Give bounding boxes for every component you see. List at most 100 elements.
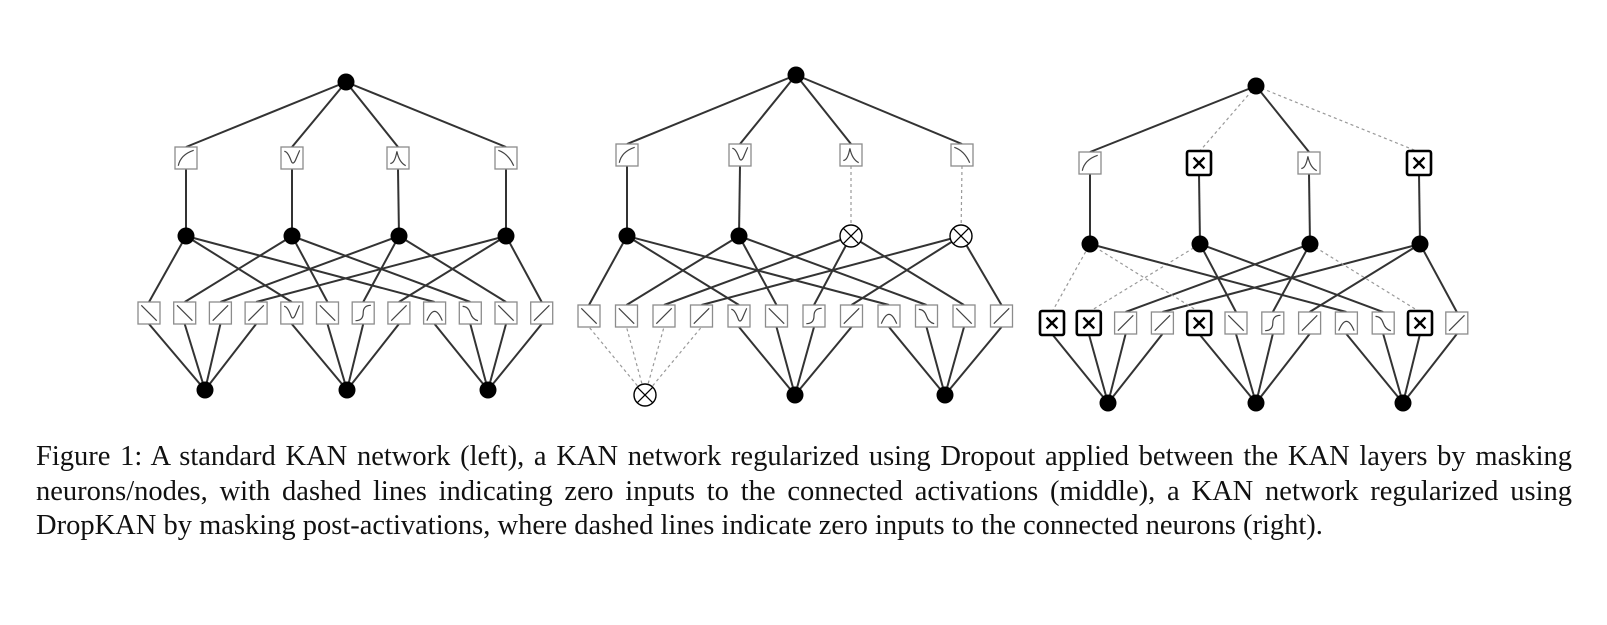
edge [795, 74, 852, 145]
hidden-node [177, 227, 195, 245]
activation-function [530, 301, 554, 325]
edge [183, 323, 206, 391]
edge [291, 323, 348, 391]
activation-box [950, 143, 974, 167]
hidden-node [497, 227, 515, 245]
edge [1087, 333, 1109, 404]
spline-activation-icon [918, 308, 935, 325]
boxed-x-icon [1413, 316, 1427, 330]
edge [346, 323, 365, 391]
spline-activation-icon [247, 304, 265, 322]
activation-box [839, 143, 863, 167]
spline-activation-icon [212, 304, 229, 322]
edge [925, 326, 946, 396]
activation-function [208, 301, 233, 325]
edge [1089, 85, 1257, 153]
edge [345, 81, 507, 148]
boxed-x-icon [1045, 316, 1059, 330]
spline-activation-icon [955, 307, 973, 325]
figure-caption: Figure 1: A standard KAN network (left),… [36, 441, 1572, 541]
boxed-x-icon [1412, 156, 1426, 170]
activation-function [1445, 311, 1469, 335]
activation-function [1113, 311, 1138, 335]
edge [588, 235, 628, 306]
spline-activation-icon [284, 150, 301, 164]
circle-times-icon [636, 386, 654, 404]
activation-function [422, 301, 447, 325]
spline-activation-icon [731, 308, 748, 322]
edge [1345, 333, 1404, 404]
activation-box [494, 146, 518, 170]
activation-function [577, 304, 601, 328]
spline-activation-icon [843, 148, 859, 164]
edge [626, 74, 797, 145]
input-node [338, 381, 356, 399]
edge [739, 74, 797, 145]
activation-function [839, 304, 864, 328]
input-node [786, 386, 804, 404]
edge [775, 326, 796, 396]
input-node [936, 386, 954, 404]
activation-function [244, 301, 268, 325]
spline-activation-icon [426, 310, 443, 321]
edge [397, 168, 400, 237]
spline-activation-icon [498, 149, 515, 166]
output-node [1247, 77, 1265, 95]
edge [326, 323, 348, 391]
input-node [1394, 394, 1412, 412]
edge [204, 323, 222, 391]
spline-activation-icon [732, 147, 749, 161]
edge [1235, 333, 1257, 404]
activation-function [173, 301, 197, 325]
dashed-edge [1198, 85, 1257, 153]
masked-activation [1405, 149, 1433, 177]
input-node [196, 381, 214, 399]
edge [185, 235, 435, 303]
spline-activation-icon [1375, 315, 1392, 332]
edge [433, 323, 489, 391]
hidden-node [1081, 235, 1099, 253]
spline-activation-icon [533, 304, 550, 322]
edge [1255, 333, 1311, 404]
activation-function [989, 304, 1014, 328]
edge [1418, 173, 1421, 245]
activation-function [280, 301, 304, 325]
edge [148, 323, 206, 391]
edge [738, 235, 927, 306]
activation-function [727, 304, 751, 328]
spline-activation-icon [462, 305, 479, 322]
spline-activation-icon [177, 149, 194, 166]
spline-activation-icon [140, 304, 158, 322]
boxed-x-icon [1192, 156, 1206, 170]
edge [1382, 333, 1404, 404]
edge [1402, 333, 1421, 404]
masked-hidden-node [839, 224, 863, 248]
hidden-node [1191, 235, 1209, 253]
edge [1107, 333, 1127, 404]
spline-activation-icon [390, 304, 408, 322]
edge [345, 81, 399, 148]
spline-activation-icon [1117, 314, 1134, 332]
spline-activation-icon [1338, 320, 1355, 331]
spline-activation-icon [1448, 314, 1465, 332]
edge [1198, 333, 1257, 404]
edge [185, 235, 293, 303]
activation-function [1150, 311, 1175, 335]
panel-standard-kan [137, 73, 554, 399]
activation-function [315, 301, 340, 325]
spline-activation-icon [618, 307, 635, 325]
activation-function [952, 304, 976, 328]
panel-dropout-kan [577, 66, 1014, 407]
masked-activation [1406, 309, 1434, 337]
masked-activation [1075, 309, 1103, 337]
activation-function [1297, 311, 1322, 335]
edge [1419, 243, 1458, 313]
spline-activation-icon [319, 304, 336, 322]
activation-function [764, 304, 789, 328]
output-node [337, 73, 355, 91]
boxed-x-icon [1192, 316, 1206, 330]
activation-box [422, 301, 447, 325]
edge [1308, 173, 1311, 245]
edge [960, 235, 1003, 306]
dashed-edge [1088, 243, 1201, 313]
